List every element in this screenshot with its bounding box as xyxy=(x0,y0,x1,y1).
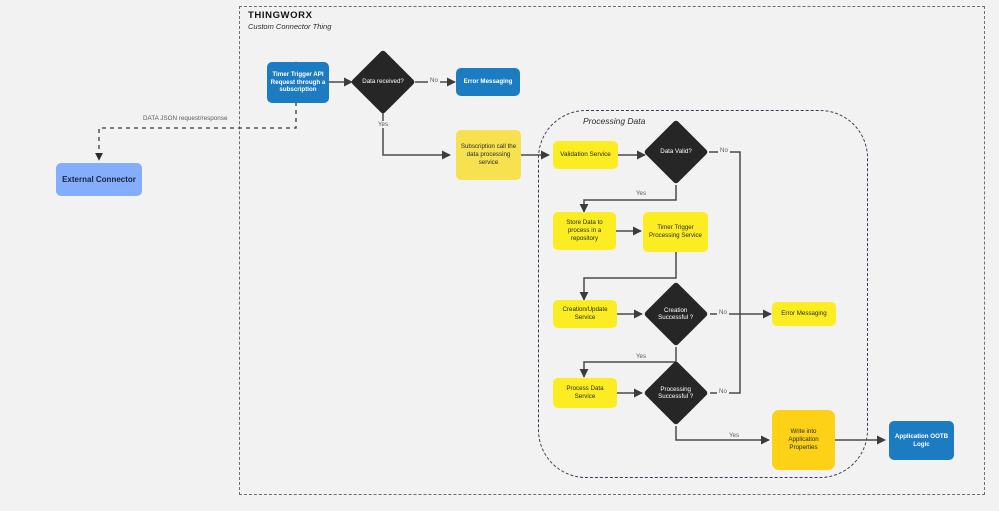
error-messaging-top-label: Error Messaging xyxy=(463,78,513,86)
data-valid-label: Data Valid? xyxy=(660,148,692,156)
processing-data-title: Processing Data xyxy=(583,116,646,126)
processing-successful-label: Processing Successful ? xyxy=(658,385,694,400)
processing-data-boundary xyxy=(538,110,868,478)
node-validation-service[interactable]: Validation Service xyxy=(553,141,618,169)
creation-update-service-label: Creation/Update Service xyxy=(562,306,608,321)
thingworx-title: THINGWORX xyxy=(248,10,313,21)
node-error-messaging-mid[interactable]: Error Messaging xyxy=(772,302,836,326)
edge-label-creation-yes: Yes xyxy=(634,353,649,360)
validation-service-label: Validation Service xyxy=(560,151,611,158)
node-write-into-app-properties[interactable]: Write into Application Properties xyxy=(772,410,835,470)
timer-trigger-processing-label: Timer Trigger Processing Service xyxy=(649,224,702,239)
node-timer-trigger-processing[interactable]: Timer Trigger Processing Service xyxy=(643,212,708,252)
edge-label-processing-yes: Yes xyxy=(727,432,742,439)
node-store-data[interactable]: Store Data to process in a repository xyxy=(553,212,616,250)
edge-label-data-valid-yes: Yes xyxy=(634,190,649,197)
creation-successful-label: Creation Successful ? xyxy=(658,306,694,321)
node-timer-trigger-api[interactable]: Timer Trigger API Request through a subs… xyxy=(267,62,329,103)
node-application-ootb-logic[interactable]: Application OOTB Logic xyxy=(889,421,954,460)
write-into-app-properties-label: Write into Application Properties xyxy=(788,428,819,451)
node-subscription-call[interactable]: Subscription call the data processing se… xyxy=(456,130,521,180)
external-connector-label: External Connector xyxy=(62,174,136,184)
thingworx-boundary xyxy=(239,6,985,495)
node-external-connector[interactable]: External Connector xyxy=(56,163,142,196)
thingworx-subtitle: Custom Connector Thing xyxy=(248,22,332,31)
edge-label-processing-no: No xyxy=(717,388,729,395)
node-creation-update-service[interactable]: Creation/Update Service xyxy=(553,300,617,328)
node-process-data-service[interactable]: Process Data Service xyxy=(553,378,617,408)
edge-label-data-valid-no: No xyxy=(718,147,730,154)
edge-label-data-received-no: No xyxy=(428,77,440,84)
process-data-service-label: Process Data Service xyxy=(566,385,604,400)
timer-trigger-api-label: Timer Trigger API Request through a subs… xyxy=(270,70,326,94)
error-messaging-mid-label: Error Messaging xyxy=(781,310,827,318)
store-data-label: Store Data to process in a repository xyxy=(566,219,603,242)
application-ootb-logic-label: Application OOTB Logic xyxy=(894,432,949,448)
node-error-messaging-top[interactable]: Error Messaging xyxy=(456,68,520,96)
edge-label-data-json: DATA JSON request/response xyxy=(141,115,230,122)
edge-label-data-received-yes: Yes xyxy=(376,121,391,128)
data-received-label: Data received? xyxy=(362,78,404,86)
subscription-call-label: Subscription call the data processing se… xyxy=(460,143,517,166)
edge-label-creation-no: No xyxy=(717,309,729,316)
